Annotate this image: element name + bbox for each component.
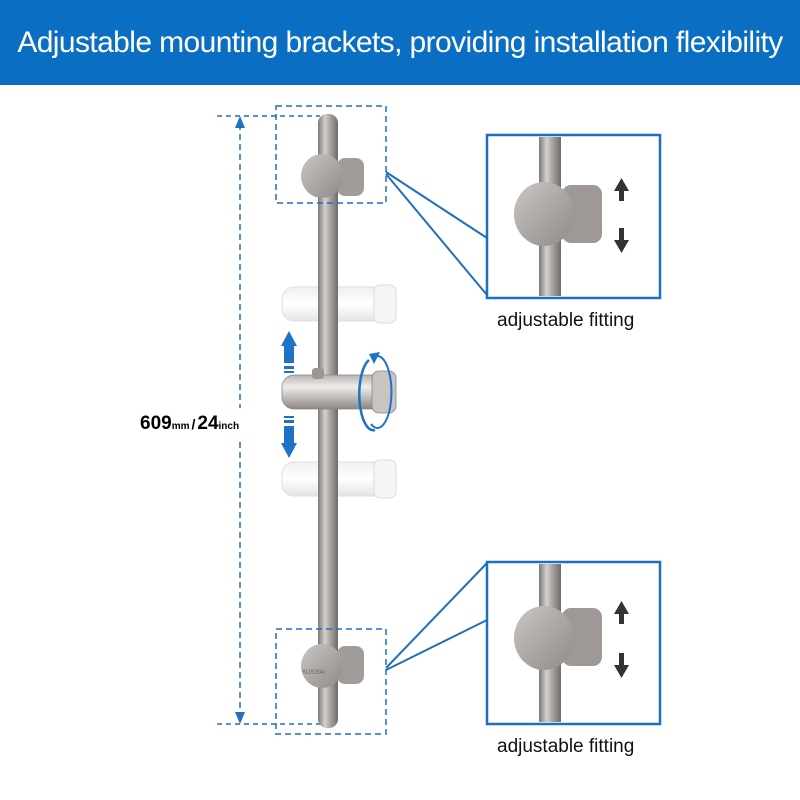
material-engraving: SUS304 — [302, 670, 325, 676]
up-arrow — [281, 331, 297, 373]
dimension-inch-unit: inch — [218, 421, 240, 432]
ghost-holder-top — [281, 284, 397, 324]
callout-bottom-caption: adjustable fitting — [497, 736, 635, 757]
dimension-label: 609mm/24inch — [140, 413, 239, 435]
shower-holder — [281, 368, 397, 414]
callout-top-caption: adjustable fitting — [497, 310, 635, 331]
dimension-arrow-top — [235, 116, 245, 128]
down-arrow — [281, 416, 297, 458]
callout-bottom-detail — [485, 560, 662, 726]
rotation-arrow-head — [369, 352, 380, 364]
dimension-mm-unit: mm — [171, 421, 190, 432]
dimension-separator: / — [191, 416, 196, 432]
header-banner: Adjustable mounting brackets, providing … — [0, 0, 800, 85]
dimension-inch-value: 24 — [197, 413, 219, 434]
dimension-line — [217, 115, 320, 725]
bottom-bracket — [301, 644, 364, 688]
ghost-holder-bottom — [281, 459, 397, 499]
dimension-mm-value: 609 — [140, 413, 172, 434]
rotation-indicator — [358, 354, 393, 432]
top-bracket — [301, 154, 364, 198]
bottom-bracket-highlight — [275, 628, 387, 735]
slide-bar-rod — [318, 114, 338, 728]
header-title: Adjustable mounting brackets, providing … — [17, 25, 783, 59]
dimension-arrow-bottom — [235, 712, 245, 724]
callout-top-detail — [485, 133, 662, 300]
callout-connectors — [385, 171, 488, 671]
top-bracket-highlight — [275, 105, 387, 204]
